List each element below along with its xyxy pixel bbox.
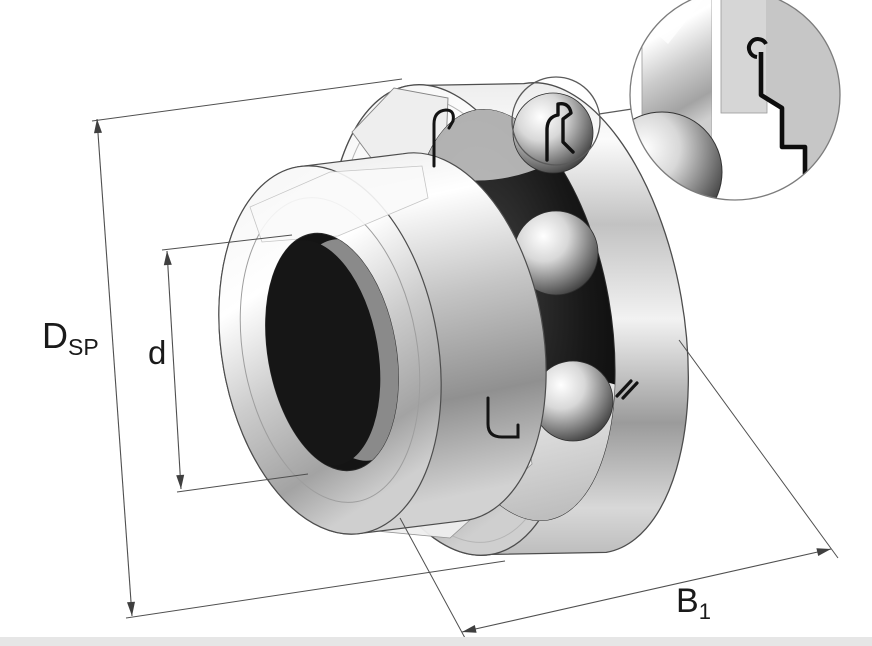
d-label-symbol: d	[148, 334, 167, 371]
callout-circle	[511, 76, 601, 166]
b1-arrow-left	[462, 625, 477, 633]
dim-label-outer-sphere-diameter: DSP	[42, 315, 99, 359]
collar-top-flat	[249, 165, 429, 243]
d-extension-bottom	[176, 473, 309, 493]
b1-label-subscript: 1	[698, 598, 711, 624]
dim-label-bore-diameter: d	[148, 336, 166, 369]
dsp-dimension-line	[96, 118, 133, 617]
dimensions	[91, 78, 839, 639]
dim-label-width: B1	[676, 582, 711, 622]
seal-flinger-bottom	[486, 396, 520, 439]
dsp-arrow-bottom	[127, 601, 135, 616]
detail-flinger-profile	[758, 52, 808, 174]
b1-extension-right	[678, 339, 839, 559]
detail-flinger-spring	[746, 37, 768, 59]
b1-arrow-right	[816, 548, 831, 556]
detail-circle-outline	[629, 0, 841, 201]
b1-label-symbol: B	[676, 582, 699, 620]
d-extension-top	[161, 234, 293, 251]
seal-flinger-top	[432, 108, 455, 168]
dsp-extension-top	[91, 78, 403, 122]
detail-seal-gap	[712, 0, 721, 143]
page-bottom-edge	[0, 637, 872, 646]
bore-wall-shadow	[255, 240, 381, 466]
seal-flinger-callout-area	[545, 102, 575, 162]
dsp-arrow-top	[94, 119, 102, 134]
ball-top	[512, 92, 594, 174]
dsp-extension-bottom	[125, 560, 506, 619]
bearing-drawing	[218, 82, 689, 556]
seal-flinger-mark	[615, 379, 639, 400]
callout-leader-line	[598, 108, 633, 115]
d-dimension-line	[166, 250, 182, 490]
b1-dimension-line	[461, 548, 832, 633]
d-arrow-bottom	[176, 474, 185, 489]
detail-callout	[511, 76, 633, 166]
b1-extension-left	[399, 517, 466, 639]
dsp-label-subscript: SP	[68, 333, 99, 360]
detail-section-highlight	[648, 0, 714, 44]
dsp-label-symbol: D	[42, 315, 68, 356]
d-arrow-top	[163, 251, 172, 266]
